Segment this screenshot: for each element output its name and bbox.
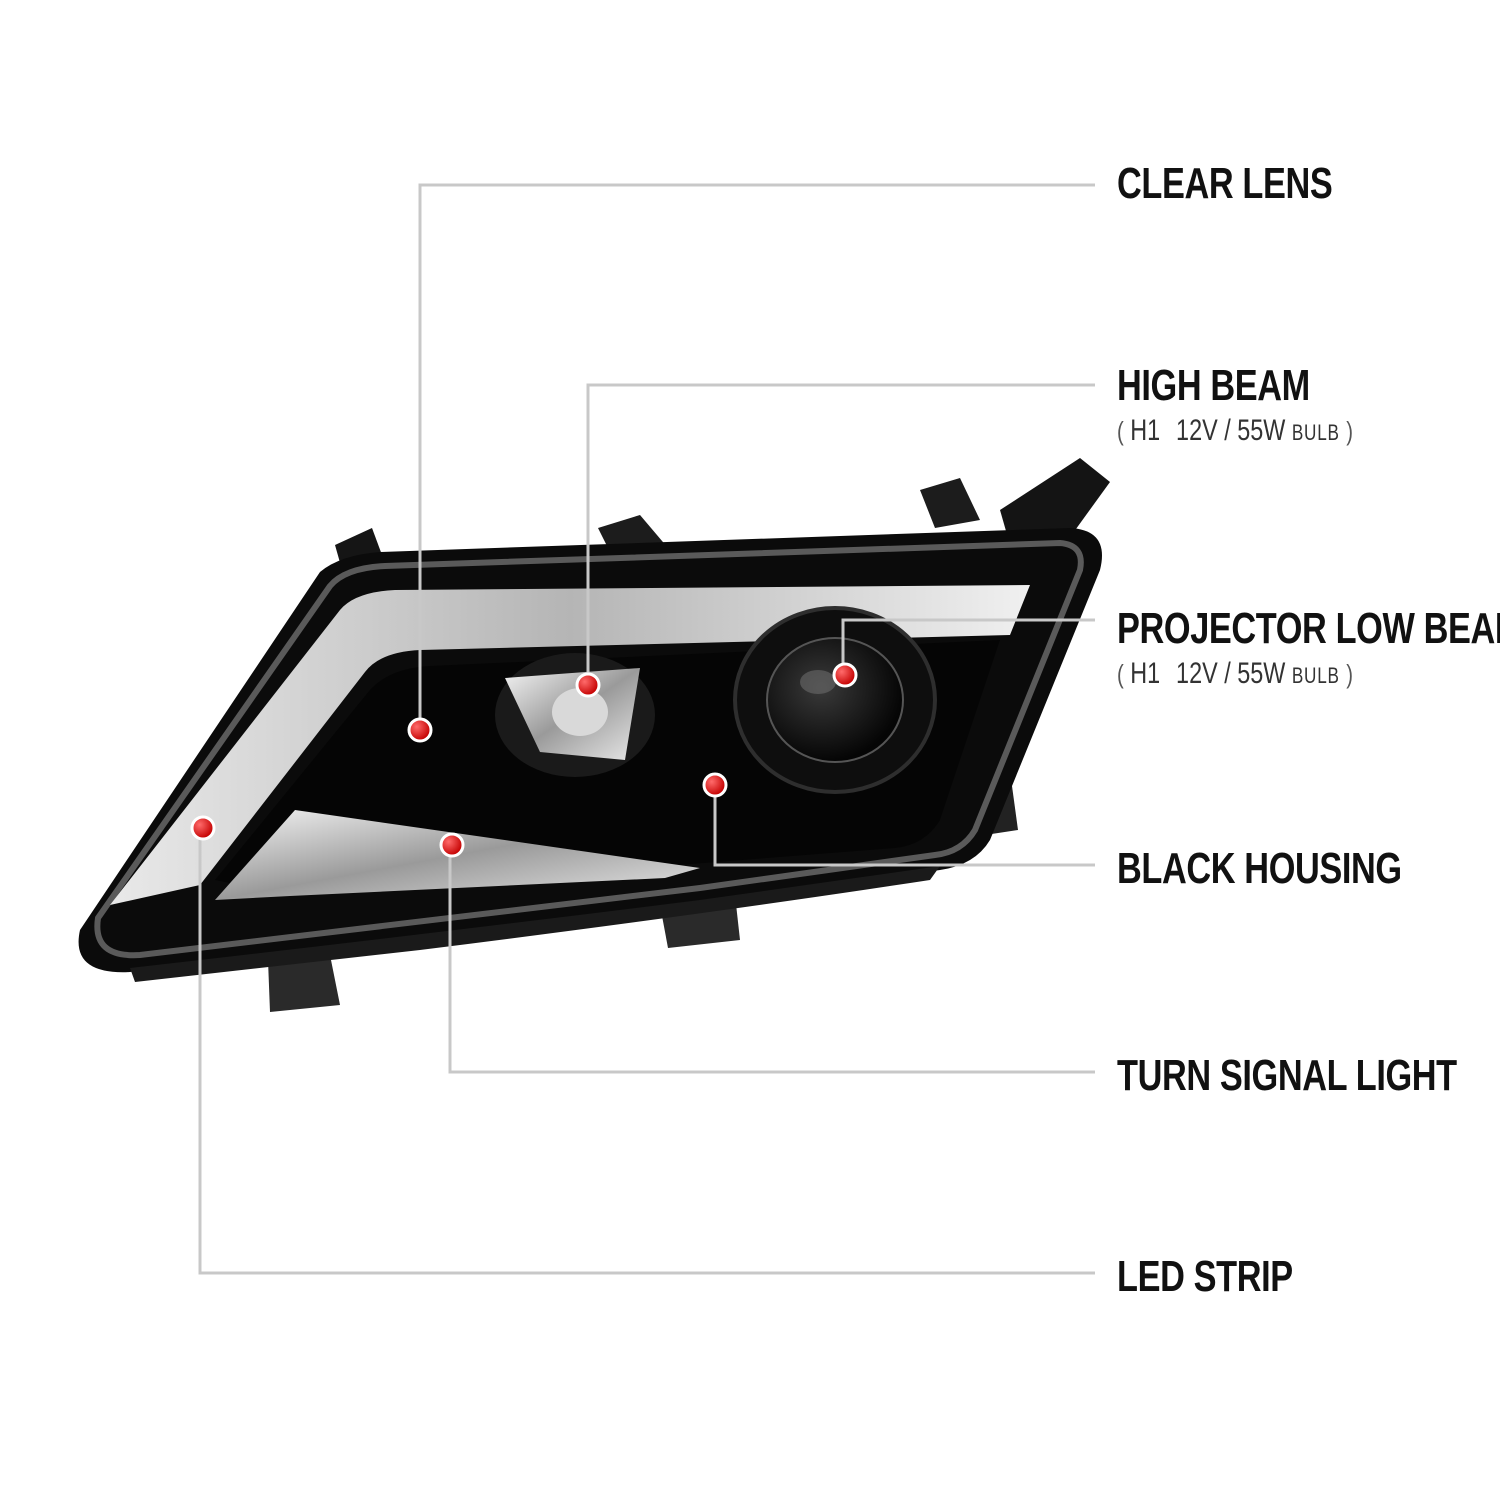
leader-line-led-strip xyxy=(198,828,1095,1275)
projector-low-beam-lens xyxy=(733,606,937,794)
marker-clear-lens xyxy=(407,717,433,743)
label-title: BLACK HOUSING xyxy=(1117,844,1402,893)
spec-bulb-rating: 12V / 55W xyxy=(1176,414,1286,447)
leader-lines xyxy=(198,183,1095,1275)
spec-bulb-unit: BULB xyxy=(1291,663,1340,688)
spec-close-paren: ) xyxy=(1346,416,1354,446)
label-title: PROJECTOR LOW BEAM xyxy=(1117,604,1500,653)
label-title: LED STRIP xyxy=(1117,1252,1293,1301)
marker-led-strip xyxy=(190,815,216,841)
marker-turn-signal-light xyxy=(439,832,465,858)
label-projector-low-beam: PROJECTOR LOW BEAM ( H1 12V / 55W BULB ) xyxy=(1117,605,1500,693)
label-spec: ( H1 12V / 55W BULB ) xyxy=(1117,657,1500,693)
label-clear-lens: CLEAR LENS xyxy=(1117,159,1333,208)
spec-bulb-model: H1 xyxy=(1130,657,1161,690)
spec-bulb-rating: 12V / 55W xyxy=(1176,657,1286,690)
spec-open-paren: ( xyxy=(1117,659,1124,689)
marker-black-housing xyxy=(702,772,728,798)
spec-open-paren: ( xyxy=(1117,416,1124,446)
leader-line-turn-signal-light xyxy=(448,845,1095,1074)
callout-markers xyxy=(190,662,858,858)
clear-lens-rim xyxy=(94,539,1084,959)
housing-lower-trim xyxy=(130,866,940,982)
spec-close-paren: ) xyxy=(1346,659,1354,689)
label-title: HIGH BEAM xyxy=(1117,361,1310,410)
leader-line-black-housing xyxy=(713,785,1095,867)
label-black-housing: BLACK HOUSING xyxy=(1117,845,1402,893)
leader-line-clear-lens xyxy=(418,183,1095,730)
spec-bulb-model: H1 xyxy=(1130,414,1161,447)
marker-projector-low-beam xyxy=(832,662,858,688)
spec-bulb-unit: BULB xyxy=(1291,420,1340,445)
leader-line-high-beam xyxy=(586,383,1095,685)
label-high-beam: HIGH BEAM ( H1 12V / 55W BULB ) xyxy=(1117,362,1353,450)
label-led-strip: LED STRIP xyxy=(1117,1253,1293,1301)
high-beam-reflector xyxy=(495,653,655,777)
label-spec: ( H1 12V / 55W BULB ) xyxy=(1117,414,1353,450)
led-strip-bar xyxy=(110,585,1030,905)
marker-high-beam xyxy=(575,672,601,698)
label-title: TURN SIGNAL LIGHT xyxy=(1117,1051,1457,1100)
label-title: CLEAR LENS xyxy=(1117,159,1333,208)
label-turn-signal-light: TURN SIGNAL LIGHT xyxy=(1117,1052,1457,1100)
leader-line-projector-low-beam xyxy=(841,618,1095,675)
